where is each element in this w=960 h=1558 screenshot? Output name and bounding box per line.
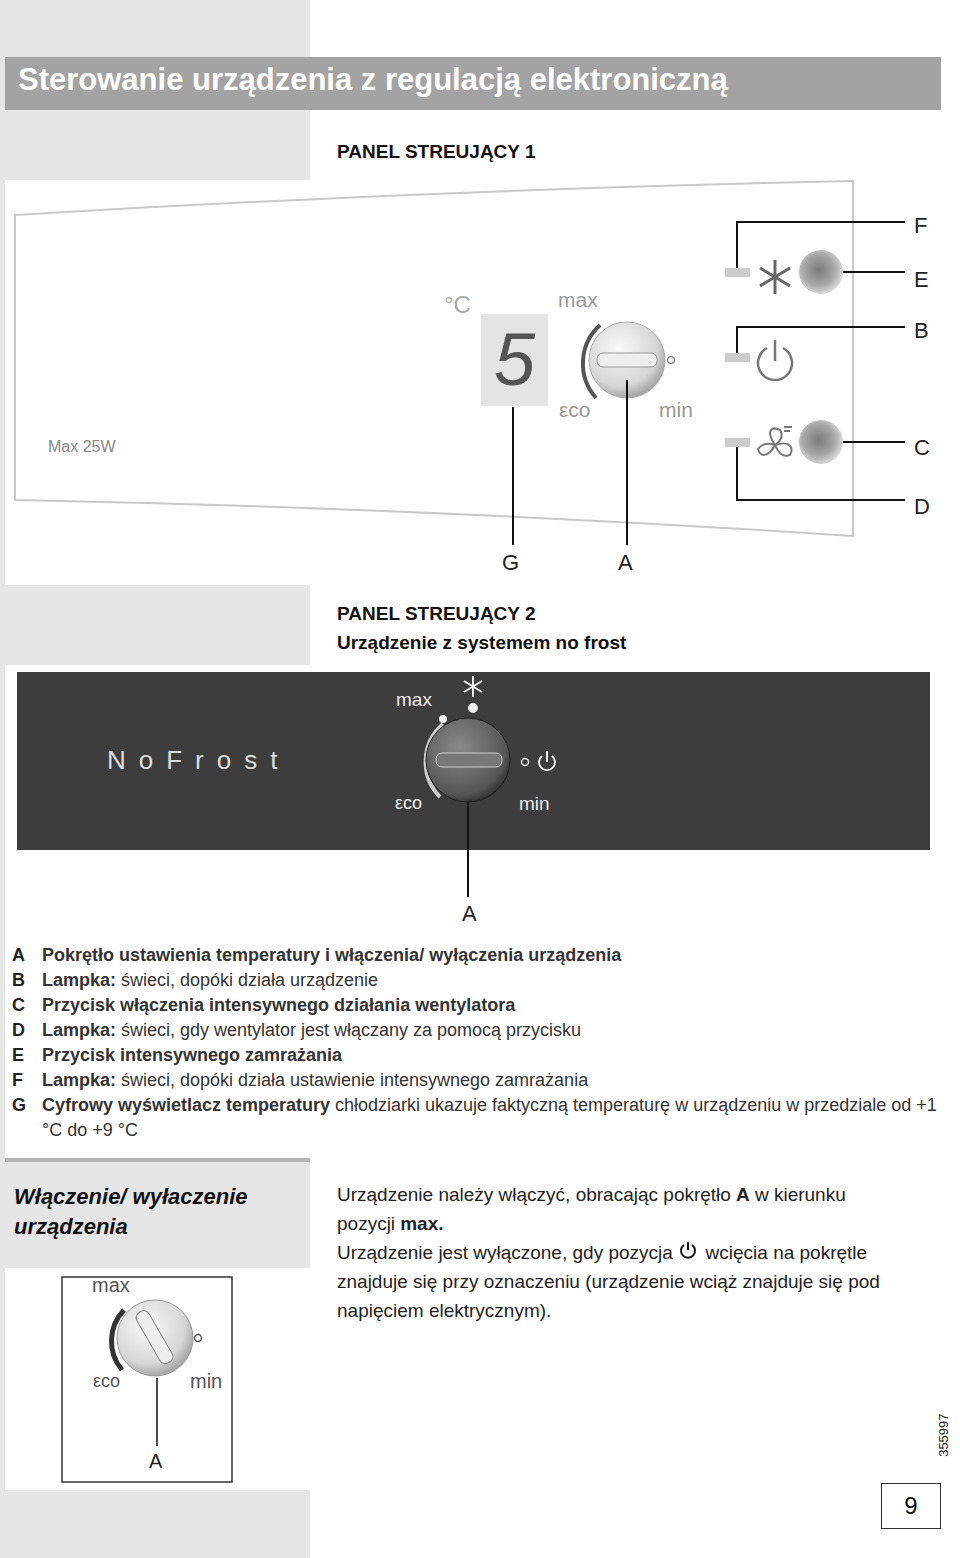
snowflake-icon	[464, 676, 482, 697]
panel2-band	[17, 672, 930, 850]
power-icon	[758, 340, 792, 380]
callout-letter: A	[149, 1450, 162, 1472]
legend-letter: G	[12, 1093, 26, 1118]
panel1-outline	[15, 181, 853, 536]
fan-button	[799, 420, 843, 464]
legend-letter: B	[12, 968, 25, 993]
scale-label: max	[92, 1274, 130, 1296]
panel-heading: PANEL STREUJĄCY 1	[337, 142, 536, 163]
dial-handle	[134, 1309, 175, 1366]
dial-ground	[5, 1268, 310, 1490]
scale-label: εco	[395, 794, 422, 814]
leader-lines	[513, 222, 905, 545]
control-panel: Max 25W 5	[15, 180, 855, 540]
legend-letter: D	[12, 1018, 25, 1043]
legend-text-part: Cyfrowy wyświetlacz temperatury	[42, 1095, 330, 1115]
power-icon	[539, 751, 555, 770]
instruction-text: Urządzenie należy włączyć, obracając pok…	[337, 1180, 937, 1325]
callout-letter: F	[914, 214, 927, 238]
instruction-part: Urządzenie należy włączyć, obracając pok…	[337, 1184, 731, 1205]
scale-label: min	[190, 1370, 222, 1392]
off-mark	[668, 357, 675, 364]
legend-text: Cyfrowy wyświetlacz temperaturychłodziar…	[42, 1093, 942, 1143]
page-number: 9	[881, 1483, 941, 1529]
node-text: Włączenie/ wyłaczenie urządzenia	[14, 1182, 294, 1241]
legend-text-part: świeci, dopóki działa ustawienie intensy…	[121, 1070, 588, 1090]
document-code: 355997	[937, 1413, 951, 1456]
instruction-part: max.	[400, 1213, 443, 1234]
legend-text: Pokrętło ustawienia temperatury i włącze…	[42, 943, 942, 968]
legend-text-part: świeci, gdy wentylator jest włączany za …	[121, 1020, 581, 1040]
legend-letter: F	[12, 1068, 23, 1093]
title: Sterowanie urządzenia z regulacją elektr…	[18, 63, 728, 97]
leader-line	[156, 1378, 158, 1446]
node-text: 5	[494, 319, 535, 400]
legend-text-part: Pokrętło ustawienia temperatury i włącze…	[42, 945, 621, 965]
dial-handle	[436, 753, 502, 767]
legend-text-part: Lampka:	[42, 1020, 116, 1040]
callout-letter: A	[618, 551, 633, 575]
freeze-button	[799, 250, 843, 294]
legend-text: Lampka:świeci, gdy wentylator jest włącz…	[42, 1018, 942, 1043]
panel2-ground	[5, 665, 960, 1160]
legend-letter: E	[12, 1043, 24, 1068]
scale-label: max	[396, 690, 432, 711]
instruction-part: Urządzenie jest wyłączone, gdy pozycja	[337, 1242, 673, 1263]
legend-text-part: Lampka:	[42, 1070, 116, 1090]
lamp-bar	[725, 353, 750, 362]
section-heading: Włączenie/ wyłaczenie urządzenia	[5, 1168, 310, 1268]
legend-text-part: Lampka:	[42, 970, 116, 990]
legend-text: Przycisk włączenia intensywnego działani…	[42, 993, 942, 1018]
legend-text-part: Przycisk włączenia intensywnego działani…	[42, 995, 515, 1015]
legend-letter: C	[12, 993, 25, 1018]
callout-letter: D	[914, 495, 930, 519]
scale-label: min	[659, 398, 693, 421]
dial	[117, 1300, 193, 1376]
power-symbol	[678, 1240, 698, 1260]
callout-letter: A	[462, 902, 477, 926]
panel-subheading: Urządzenie z systemem no frost	[337, 633, 626, 654]
snowflake-icon	[760, 260, 790, 294]
rule	[5, 1158, 310, 1162]
scale-label: εco	[559, 398, 591, 421]
dial-frame	[62, 1277, 232, 1482]
scale-label: εco	[93, 1372, 120, 1392]
node-text: Max 25W	[48, 438, 116, 456]
callout-letter: B	[914, 319, 929, 343]
scale-label: max	[558, 288, 598, 311]
callout-letter: G	[502, 551, 519, 575]
legend-text: Lampka:świeci, dopóki działa ustawienie …	[42, 1068, 942, 1093]
node-text: NoFrost	[107, 746, 290, 775]
legend-text-part: Przycisk intensywnego zamrażania	[42, 1045, 342, 1065]
dot	[468, 703, 478, 713]
legend-letter: A	[12, 943, 25, 968]
fan-icon	[758, 427, 792, 456]
dot	[439, 715, 447, 723]
off-mark	[195, 1335, 202, 1342]
callout-letter: E	[914, 268, 929, 292]
panel-heading: PANEL STREUJĄCY 2	[337, 604, 536, 625]
lamp-bar	[725, 438, 750, 447]
callout-letter: C	[914, 436, 930, 460]
legend-text-part: świeci, dopóki działa urządzenie	[121, 970, 378, 990]
instruction-part: A	[736, 1184, 750, 1205]
legend-text: Lampka:świeci, dopóki działa urządzenie	[42, 968, 942, 993]
legend-text: Przycisk intensywnego zamrażania	[42, 1043, 942, 1068]
nofrost-panel: NoFrost	[17, 672, 930, 850]
node-text: 9	[904, 1493, 917, 1519]
dial	[426, 718, 510, 802]
title-bar	[5, 57, 941, 110]
lamp-bar	[725, 268, 750, 277]
scale-label: min	[519, 794, 550, 815]
dial-handle	[597, 353, 657, 367]
leader-line	[467, 802, 469, 897]
scale-label: °C	[444, 292, 471, 318]
temperature-display: 5	[481, 314, 548, 406]
panel1-ground	[5, 180, 960, 585]
off-mark	[522, 759, 529, 766]
